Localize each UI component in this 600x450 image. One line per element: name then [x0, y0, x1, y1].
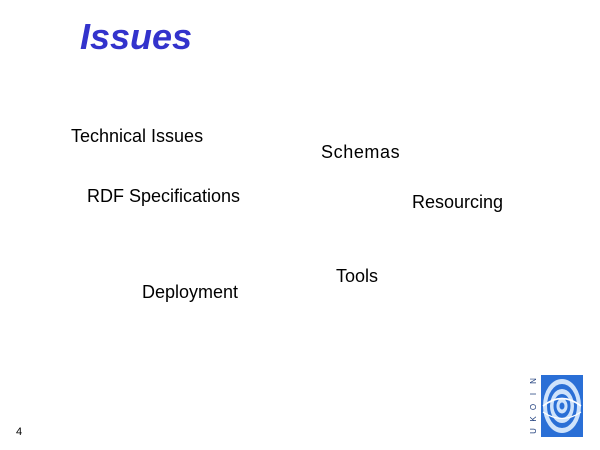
logo-letters: N I O K U: [528, 375, 540, 437]
topic-deployment: Deployment: [142, 282, 239, 302]
topic-rdf-specifications: RDF Specifications: [87, 186, 241, 206]
topic-schemas: Schemas: [321, 142, 401, 162]
slide-title: Issues: [80, 16, 193, 57]
logo-letter: K: [529, 416, 538, 422]
logo-letter: I: [529, 392, 538, 396]
logo-letter: U: [529, 428, 538, 434]
topic-resourcing: Resourcing: [412, 192, 504, 212]
ukoln-logo: N I O K U: [528, 375, 583, 437]
topic-technical-issues: Technical Issues: [71, 126, 204, 146]
topic-tools: Tools: [336, 266, 379, 286]
logo-letter: O: [529, 403, 538, 411]
page-number: 4: [16, 426, 23, 438]
logo-letter: N: [529, 378, 538, 384]
ukoln-emblem-icon: [541, 375, 583, 437]
